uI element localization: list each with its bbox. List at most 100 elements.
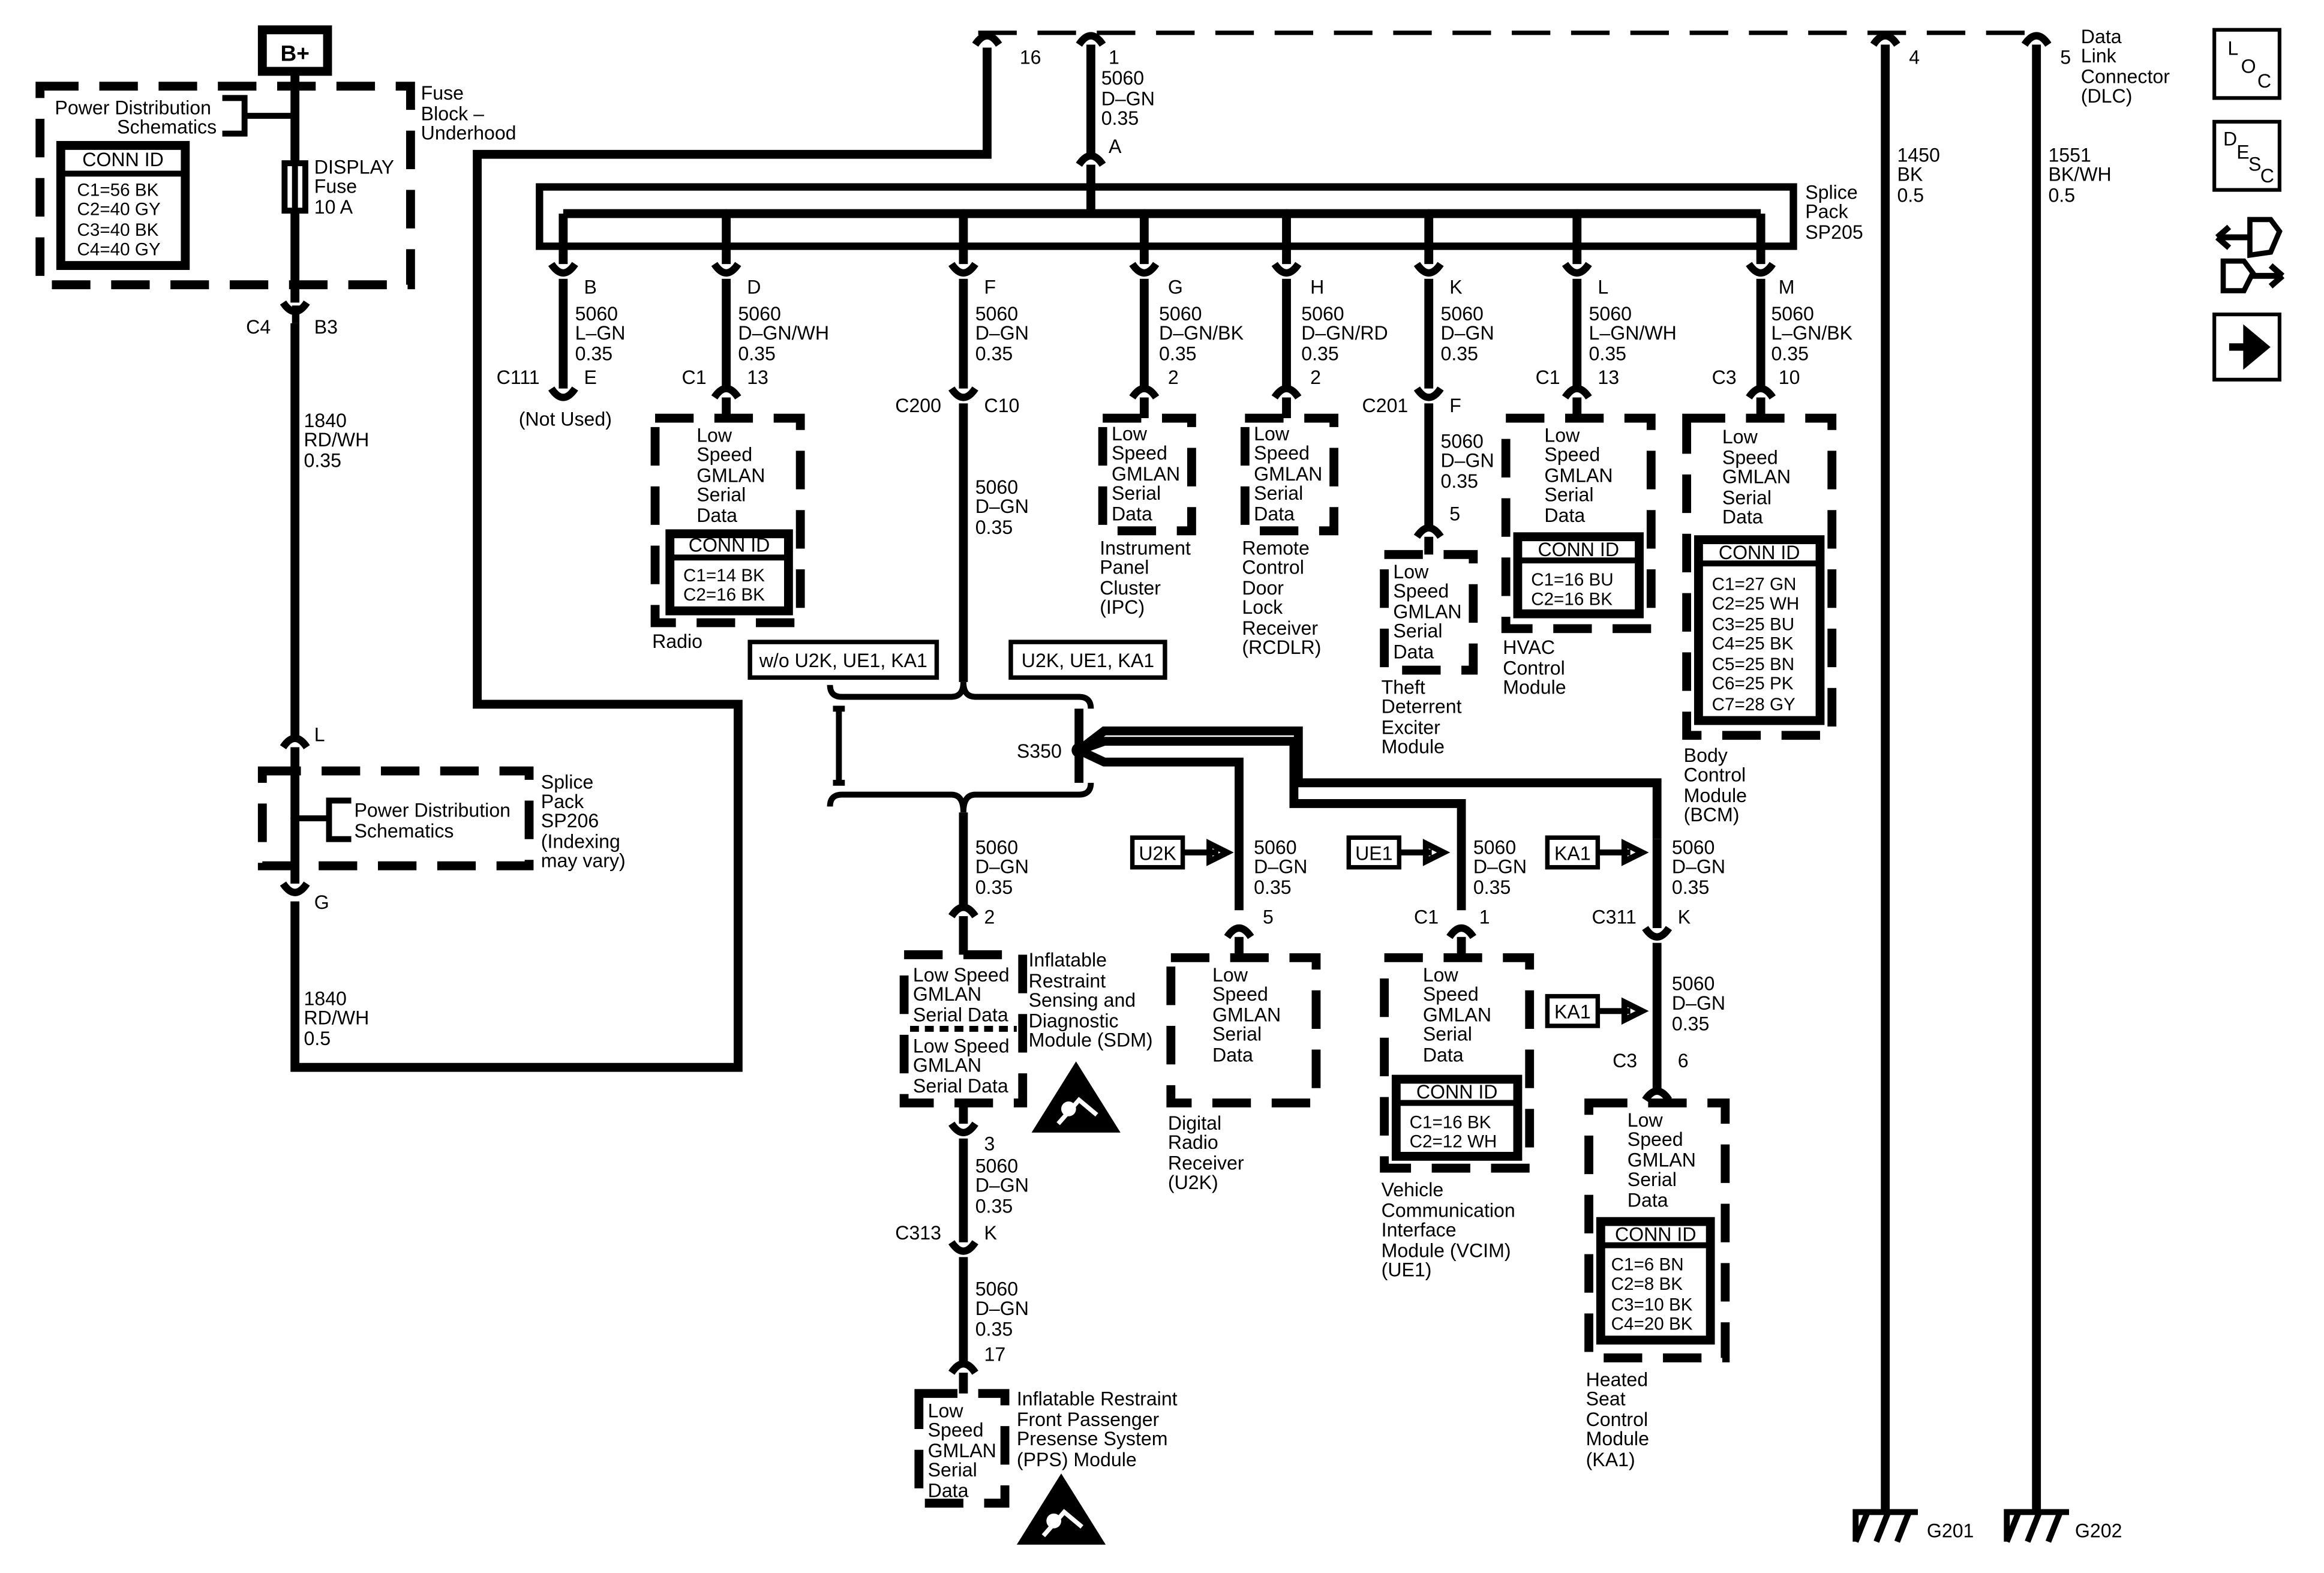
ground-label: G202	[2075, 1520, 2122, 1541]
wire-label: 1840	[304, 987, 346, 1009]
conn-id-title: CONN ID	[689, 534, 770, 556]
sdm-name: Module (SDM)	[1029, 1029, 1153, 1051]
radio-conn-id	[665, 529, 793, 616]
gmlan-label: GMLAN	[1544, 464, 1613, 486]
pps-name: Front Passenger	[1017, 1409, 1160, 1430]
wire-label: D–GN	[975, 1298, 1029, 1319]
rcdlr-name: Door	[1242, 577, 1284, 599]
wire-label: 5060	[1301, 303, 1344, 325]
wire-label: RD/WH	[304, 1007, 369, 1029]
pd-schematics-link-4[interactable]: Schematics	[354, 820, 454, 842]
ue1-section: UE1 5060 D–GN 0.35 C1 1 Low Speed GMLAN …	[1346, 835, 1535, 1281]
gmlan-label: Serial	[1393, 620, 1442, 642]
ipc-pin: 2	[1168, 367, 1179, 388]
hscm-name: (KA1)	[1586, 1449, 1635, 1470]
pd-schematics-link-1[interactable]: Power Distribution	[55, 97, 211, 119]
branch-pin: H	[1310, 277, 1324, 298]
sp205-label: SP205	[1805, 221, 1863, 243]
dlc-label: Connector	[2081, 66, 2170, 88]
wire-label: D–GN	[1672, 856, 1725, 878]
wire-label: 5060	[1473, 836, 1516, 858]
hvac-conn: C1	[1536, 367, 1560, 388]
wire-label: L–GN/BK	[1771, 322, 1852, 344]
gmlan-label: Data	[1722, 506, 1763, 527]
gmlan-label: Serial	[1423, 1023, 1472, 1045]
pd-schematics-link-2[interactable]: Schematics	[117, 116, 217, 138]
option-box-with	[1008, 640, 1167, 680]
fuse-block-box	[35, 82, 415, 290]
loc-button[interactable]: L O C	[2212, 28, 2281, 100]
wire-label: 0.35	[575, 343, 612, 365]
gmlan-label: GMLAN	[696, 464, 765, 486]
bcm-conn: C3	[1712, 367, 1737, 388]
ground-g202	[2004, 1509, 2070, 1543]
gmlan-label: Data	[696, 505, 737, 526]
gmlan-label: Serial Data	[913, 1004, 1008, 1026]
loc-letter: C	[2257, 70, 2271, 92]
conn-id-row: C2=40 GY	[77, 200, 160, 220]
wire-label: 0.35	[1101, 107, 1139, 129]
gmlan-label: Low	[1423, 964, 1459, 986]
loc-letter: L	[2227, 38, 2238, 59]
gmlan-label: GMLAN	[1112, 463, 1180, 485]
fuse-block-label-1: Fuse	[421, 82, 464, 104]
pps-name: Inflatable Restraint	[1017, 1388, 1178, 1410]
gmlan-label: GMLAN	[913, 983, 981, 1005]
wire-label: 0.35	[1672, 876, 1710, 898]
dlc-label: Link	[2081, 45, 2117, 67]
radio-module-box	[650, 413, 805, 628]
ground-label: G201	[1927, 1520, 1974, 1541]
wire-label: 0.35	[1440, 470, 1478, 492]
ipc-name: Panel	[1100, 556, 1149, 578]
wire-label: D–GN	[1254, 856, 1307, 878]
theft-name: Module	[1382, 736, 1445, 757]
conn-id-title: CONN ID	[1615, 1223, 1697, 1245]
sp205-section: Splice Pack SP205	[536, 181, 1863, 250]
wire-label: 0.35	[975, 1195, 1013, 1217]
connector-c111: C111	[497, 367, 540, 388]
wire-label: 5060	[738, 303, 780, 325]
wire-label: 1551	[2048, 145, 2091, 166]
conn-id-row: C1=14 BK	[683, 566, 765, 586]
desc-button[interactable]: D E S C	[2212, 119, 2281, 192]
c201-pin: F	[1449, 395, 1461, 416]
sdm-pin: 2	[984, 906, 995, 928]
pps-name: (PPS) Module	[1017, 1449, 1137, 1470]
gmlan-label: GMLAN	[913, 1055, 981, 1076]
gmlan-label: Speed	[1254, 442, 1310, 464]
ground-g201	[1852, 1509, 1918, 1543]
arrow-right-icon	[1598, 839, 1649, 866]
ue1-pin: 1	[1479, 906, 1490, 928]
hscm-name: Heated	[1586, 1368, 1649, 1390]
wire-label: 5060	[575, 303, 618, 325]
wire-label: D–GN	[1101, 88, 1155, 110]
branch-pin: D	[747, 277, 761, 298]
gmlan-label: Serial	[1254, 482, 1303, 504]
gmlan-label: Speed	[1212, 983, 1268, 1005]
conn-id-row: C3=25 BU	[1712, 614, 1795, 634]
wire-label: 5060	[975, 303, 1018, 325]
pd-schematics-link-3[interactable]: Power Distribution	[354, 800, 511, 821]
conn-id-title: CONN ID	[82, 149, 164, 170]
ipc-module-box	[1098, 413, 1196, 536]
hscm-name: Seat	[1586, 1388, 1626, 1410]
fuse-label-1: DISPLAY	[314, 156, 394, 178]
fuse-block-label-3: Underhood	[421, 122, 517, 144]
gmlan-label: Data	[1628, 1189, 1668, 1211]
next-arrow-button[interactable]	[2212, 313, 2281, 382]
rcdlr-name: Remote	[1242, 537, 1309, 559]
connector-swap-icon[interactable]	[2215, 217, 2285, 293]
wire-label: L–GN/WH	[1589, 322, 1677, 344]
bcm-name: Body	[1684, 745, 1728, 766]
conn-id-row: C3=10 BK	[1611, 1295, 1693, 1314]
conn-id-row: C4=25 BK	[1712, 634, 1794, 653]
bplus-label: B+	[280, 41, 309, 66]
pin-b3: B3	[314, 316, 338, 338]
hvac-pin: 13	[1598, 367, 1619, 388]
connector-c201: C201	[1362, 395, 1409, 416]
wire-label: L–GN	[575, 322, 626, 344]
conn-id-row: C1=16 BK	[1410, 1112, 1491, 1132]
branch-pin: K	[1449, 277, 1463, 298]
wire-label: 5060	[1672, 836, 1715, 858]
conn-id-row: C1=27 GN	[1712, 575, 1797, 595]
